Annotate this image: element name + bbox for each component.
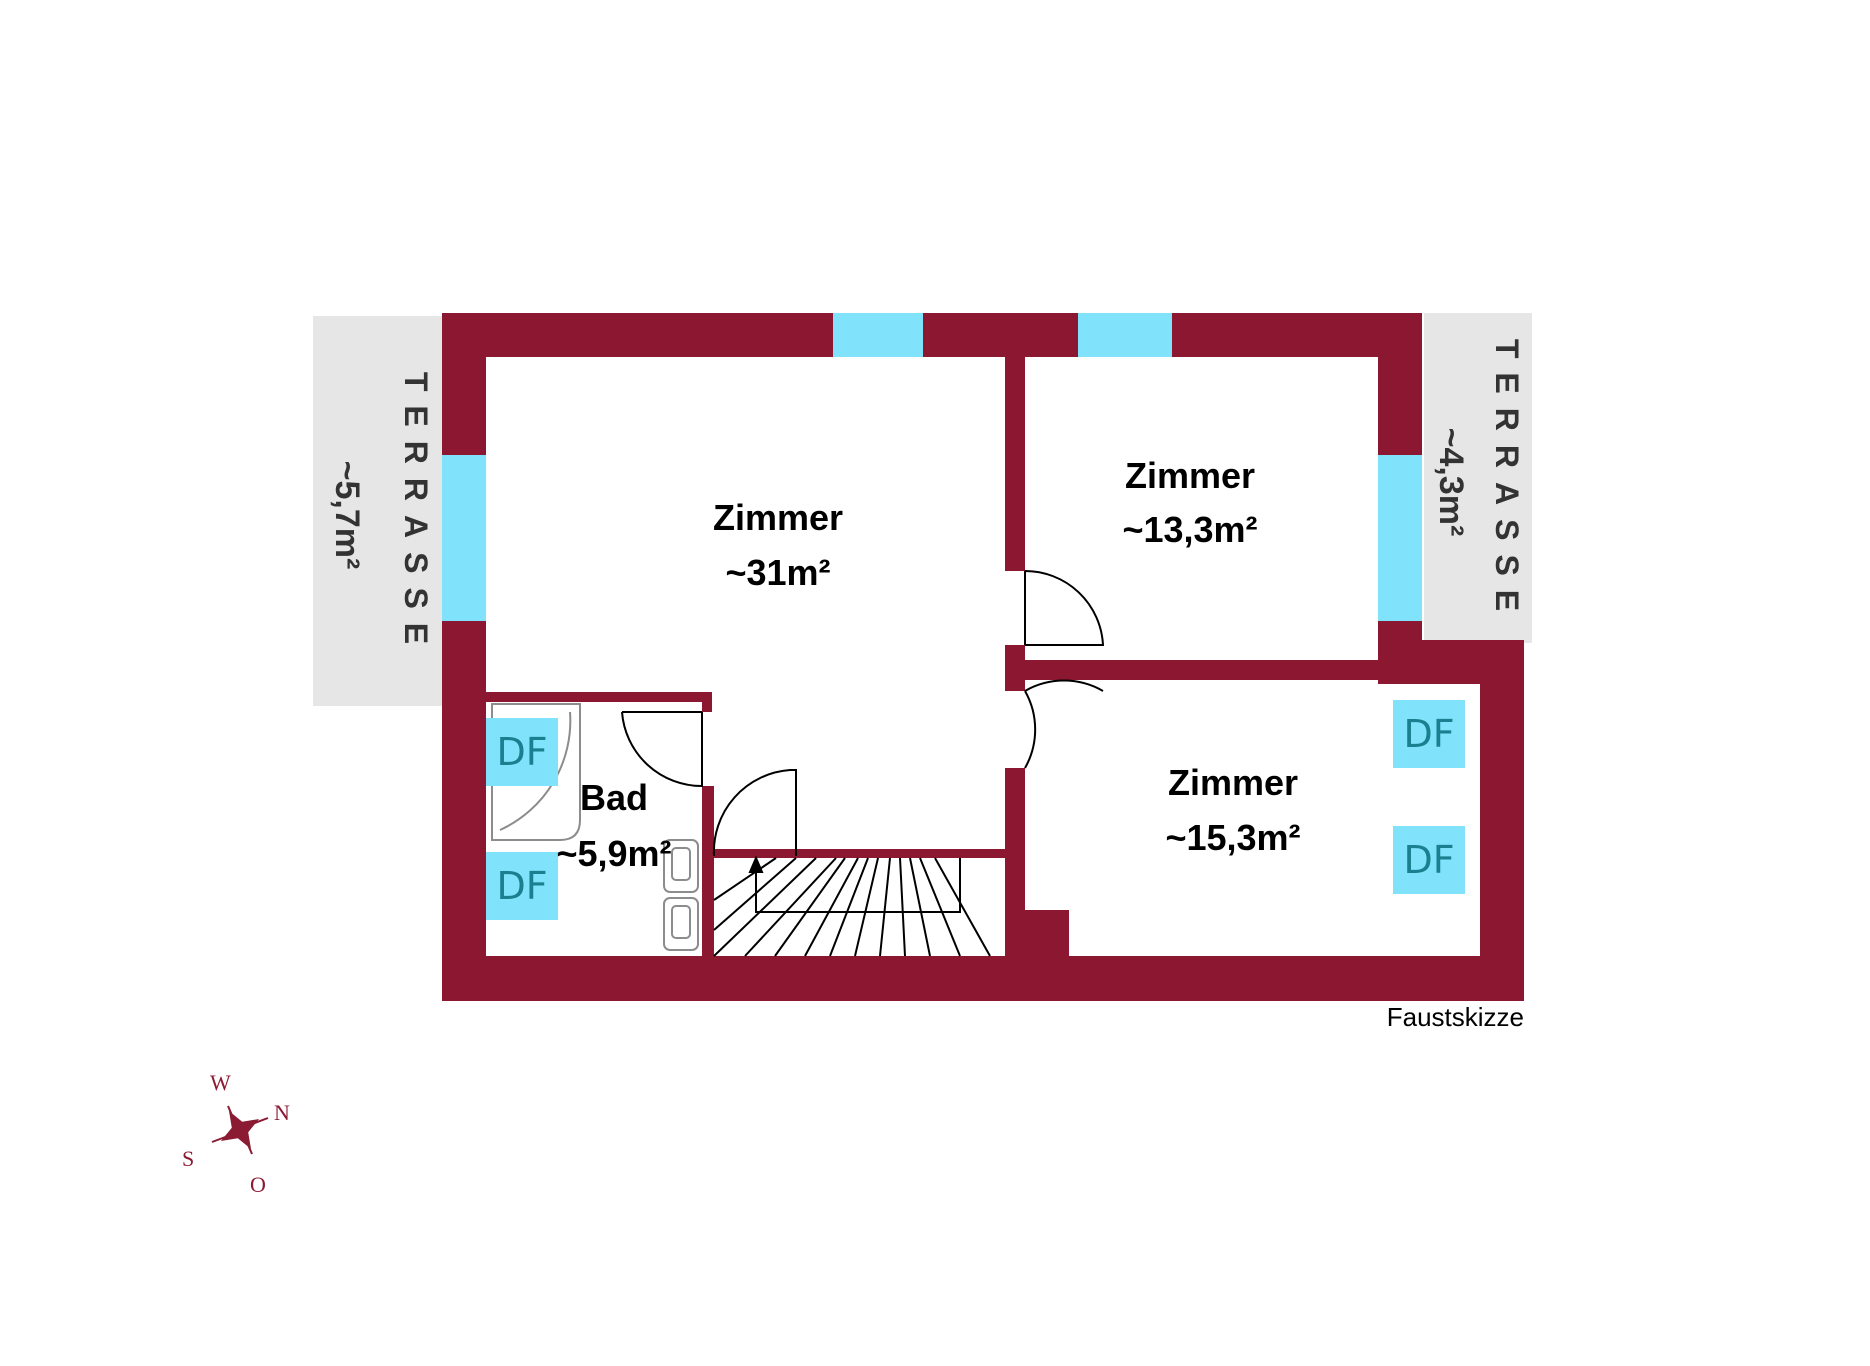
stair-step-2 xyxy=(713,857,797,931)
shower-tray xyxy=(491,703,581,841)
window-top-1 xyxy=(833,313,923,357)
window-right xyxy=(1378,455,1422,621)
skylight-zimmer15-2-box xyxy=(1393,826,1465,894)
wall-left xyxy=(442,313,486,1001)
wall-right-lower xyxy=(1480,640,1524,1000)
wall-mid-vertical-middle xyxy=(1005,645,1025,691)
terrace-left-name: TERRASSE xyxy=(398,372,434,658)
stair-step-5 xyxy=(774,857,846,957)
terrace-left-area-group: ~5,7m² xyxy=(328,461,366,570)
window-left xyxy=(442,455,486,621)
terrace-right-area-group: ~4,3m² xyxy=(1432,428,1470,537)
compass-rose: W N S O xyxy=(182,1070,290,1197)
room-zimmer-13-name: Zimmer xyxy=(1125,455,1255,496)
room-zimmer-15-name: Zimmer xyxy=(1168,762,1298,803)
room-bad-area: ~5,9m² xyxy=(556,833,671,874)
wall-corner-block xyxy=(1005,910,1069,958)
compass-south: S xyxy=(182,1146,194,1171)
doors xyxy=(621,569,1105,857)
compass-west: W xyxy=(210,1070,231,1095)
stair-step-10 xyxy=(899,857,906,957)
terrace-left xyxy=(313,316,444,706)
room-zimmer-13-area: ~13,3m² xyxy=(1122,509,1257,550)
skylight-bath-2-label: DF xyxy=(496,864,547,908)
stair-step-8 xyxy=(854,857,879,957)
stairs xyxy=(713,855,991,957)
compass-arrows xyxy=(211,1105,269,1155)
wall-bath-top-stub xyxy=(702,692,712,712)
skylight-zimmer15-1-box xyxy=(1393,700,1465,768)
skylight-zimmer15-2-label: DF xyxy=(1403,838,1454,882)
stair-step-13 xyxy=(934,857,991,957)
skylights: DF DF DF DF xyxy=(486,700,1465,920)
stair-step-12 xyxy=(919,857,961,957)
wall-horizontal-right xyxy=(1025,660,1380,680)
terrace-right-name: TERRASSE xyxy=(1489,339,1525,625)
door-stair xyxy=(712,769,797,857)
compass-star xyxy=(220,1110,260,1150)
door-zimmer-15 xyxy=(1024,679,1104,769)
skylight-zimmer15-1-label: DF xyxy=(1403,712,1454,756)
room-zimmer-31-area: ~31m² xyxy=(725,552,830,593)
skylight-bath-1-label: DF xyxy=(496,730,547,774)
wall-bottom xyxy=(442,956,1524,1001)
window-top-2 xyxy=(1078,313,1172,357)
stair-step-6 xyxy=(804,857,859,957)
terrace-right-name-group: TERRASSE xyxy=(1489,339,1525,625)
sink-1-inner xyxy=(671,847,691,881)
room-zimmer-31-name: Zimmer xyxy=(713,497,843,538)
terrace-right xyxy=(1424,313,1532,643)
windows xyxy=(442,313,1422,621)
wall-bath-right xyxy=(702,786,714,958)
skylight-bath-2-box xyxy=(486,852,558,920)
sink-2 xyxy=(663,897,699,951)
wall-mid-vertical-upper xyxy=(1005,357,1025,571)
terrace-left-area: ~5,7m² xyxy=(328,461,366,570)
sink-1 xyxy=(663,839,699,893)
wall-top xyxy=(442,313,1422,357)
stair-arrow-head xyxy=(748,855,764,873)
room-zimmer-15-area: ~15,3m² xyxy=(1165,817,1300,858)
stair-step-7 xyxy=(829,857,869,957)
room-bad-name: Bad xyxy=(580,777,648,818)
wall-step-right xyxy=(1378,640,1524,684)
sink-2-inner xyxy=(671,905,691,939)
sketch-note: Faustskizze xyxy=(1387,1002,1524,1032)
terrace-left-name-group: TERRASSE xyxy=(398,372,434,658)
wall-bath-top xyxy=(486,692,712,702)
stair-step-9 xyxy=(879,857,891,957)
door-zimmer-13 xyxy=(1024,569,1105,646)
stair-step-1 xyxy=(713,857,777,901)
terrace-right-area: ~4,3m² xyxy=(1432,428,1470,537)
door-bath xyxy=(621,711,703,788)
compass-east: O xyxy=(250,1172,266,1197)
compass-north: N xyxy=(274,1100,290,1125)
stair-outline xyxy=(755,858,961,913)
wall-stair-top xyxy=(714,849,1007,858)
room-labels: Zimmer ~31m² Zimmer ~13,3m² Zimmer ~15,3… xyxy=(556,455,1300,874)
stair-step-4 xyxy=(744,857,837,957)
skylight-bath-1-box xyxy=(486,718,558,786)
walls xyxy=(442,313,1524,1001)
stair-step-11 xyxy=(909,857,931,957)
stair-step-3 xyxy=(713,857,817,957)
